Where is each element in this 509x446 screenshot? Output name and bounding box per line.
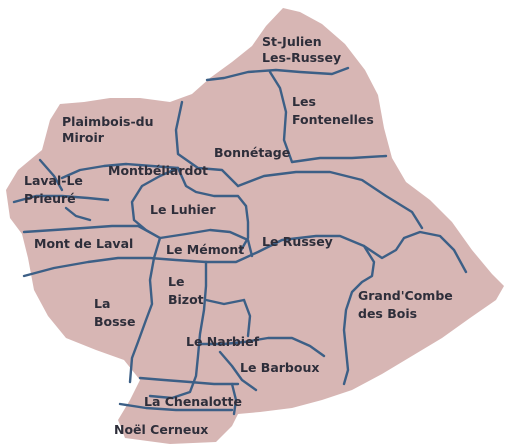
label-la-chenalotte: La Chenalotte xyxy=(144,394,242,409)
label-line: Laval-Le xyxy=(24,173,83,188)
label-le-memont: Le Mémont xyxy=(166,242,244,257)
label-le-bizot: Le Bizot xyxy=(168,274,204,307)
label-bonnetage: Bonnétage xyxy=(214,145,290,160)
label-la-bosse: La Bosse xyxy=(94,296,135,329)
commune-boundaries xyxy=(12,66,468,416)
label-line: Plaimbois-du xyxy=(62,114,154,129)
label-mont-de-laval: Mont de Laval xyxy=(34,236,133,251)
label-montbeliardot: Montbéliardot xyxy=(108,163,208,178)
label-grand-combe-des-bois: Grand'Combe des Bois xyxy=(358,288,457,321)
label-line: Prieuré xyxy=(24,191,76,206)
label-le-narbief: Le Narbief xyxy=(186,334,260,349)
label-line: St-Julien xyxy=(262,34,322,49)
label-line: des Bois xyxy=(358,306,417,321)
label-line: La xyxy=(94,296,110,311)
label-line: Bizot xyxy=(168,292,204,307)
label-le-luhier: Le Luhier xyxy=(150,202,216,217)
label-line: Le xyxy=(168,274,184,289)
label-noel-cerneux: Noël Cerneux xyxy=(114,422,208,437)
label-plaimbois-du-miroir: Plaimbois-du Miroir xyxy=(62,114,158,145)
label-laval-le-prieure: Laval-Le Prieuré xyxy=(24,173,87,206)
label-st-julien-les-russey: St-Julien Les-Russey xyxy=(262,34,341,65)
label-le-russey: Le Russey xyxy=(262,234,333,249)
label-le-barboux: Le Barboux xyxy=(240,360,319,375)
region-outline xyxy=(6,8,504,444)
label-line: Les xyxy=(292,94,316,109)
label-line: Miroir xyxy=(62,130,105,145)
label-line: Grand'Combe xyxy=(358,288,453,303)
label-line: Fontenelles xyxy=(292,112,374,127)
place-labels: St-Julien Les-Russey Les Fontenelles Pla… xyxy=(24,34,457,437)
label-line: Les-Russey xyxy=(262,50,341,65)
label-line: Bosse xyxy=(94,314,135,329)
label-les-fontenelles: Les Fontenelles xyxy=(292,94,374,127)
